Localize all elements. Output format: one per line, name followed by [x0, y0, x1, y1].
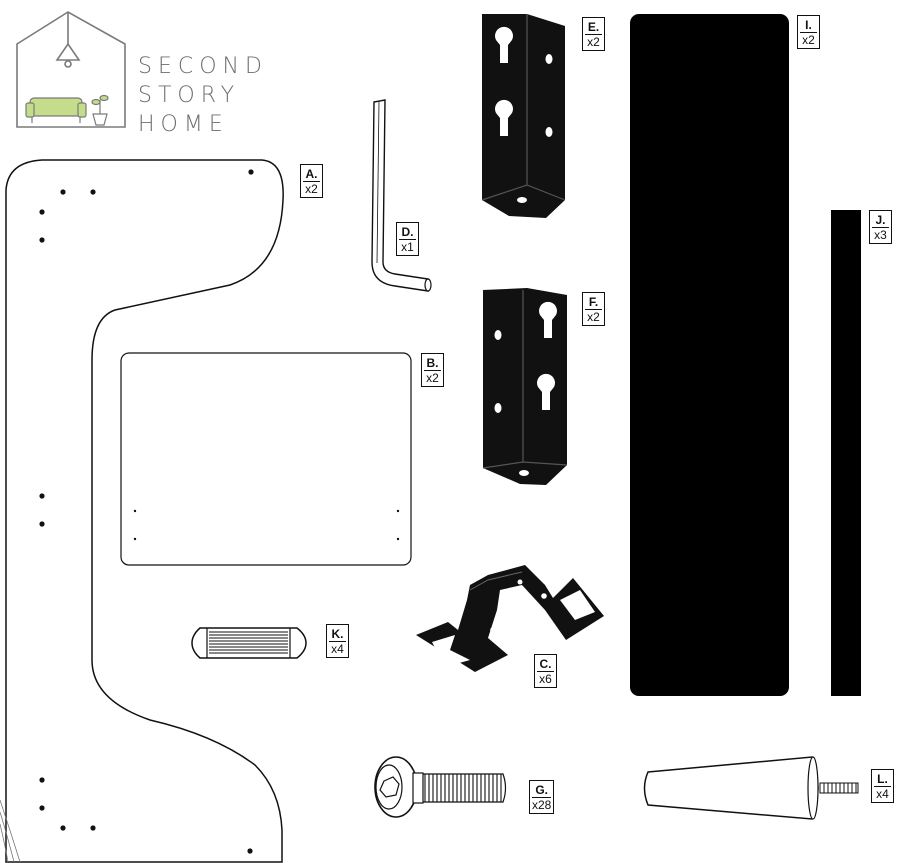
part-label-i: I. x2: [797, 15, 820, 49]
part-label-f: F. x2: [582, 292, 605, 326]
part-g-bolt: [374, 756, 507, 818]
part-qty: x2: [800, 32, 817, 47]
part-label-e: E. x2: [582, 17, 605, 51]
part-e-bracket: [481, 14, 566, 218]
part-label-c: C. x6: [534, 654, 557, 688]
part-label-j: J. x3: [869, 210, 892, 244]
part-qty: x6: [537, 671, 554, 686]
part-label-l: L. x4: [871, 769, 894, 803]
part-letter: E.: [587, 20, 600, 34]
part-letter: D.: [401, 225, 414, 239]
part-label-g: G. x28: [529, 780, 555, 814]
part-qty: x2: [585, 34, 602, 49]
part-qty: x4: [329, 641, 346, 656]
part-letter: K.: [331, 627, 344, 641]
logo-plant-icon: [91, 94, 109, 126]
part-qty: x2: [424, 370, 441, 385]
logo-house-icon: [16, 11, 126, 128]
brand-line-1: SECOND: [138, 54, 268, 79]
part-letter: F.: [588, 295, 599, 309]
part-letter: B.: [426, 356, 439, 370]
part-qty: x2: [585, 309, 602, 324]
part-f-bracket: [482, 288, 568, 485]
part-qty: x2: [303, 181, 320, 196]
part-label-b: B. x2: [421, 353, 444, 387]
part-i-panel: [630, 14, 789, 696]
part-b-board: [120, 352, 412, 566]
part-label-a: A. x2: [300, 164, 323, 198]
part-qty: x28: [532, 797, 552, 812]
brand-line-3: HOME: [138, 112, 229, 137]
part-letter: L.: [877, 772, 888, 786]
part-letter: J.: [875, 213, 886, 227]
part-letter: G.: [535, 783, 549, 797]
part-label-k: K. x4: [326, 624, 349, 658]
part-qty: x3: [872, 227, 889, 242]
part-k-dowel: [191, 627, 307, 659]
part-letter: C.: [539, 657, 552, 671]
part-a-side-panel: [0, 159, 284, 863]
part-c-u-bracket: [416, 565, 604, 672]
part-qty: x1: [399, 239, 416, 254]
part-label-d: D. x1: [396, 222, 419, 256]
brand-wordmark: SECOND STORY HOME: [138, 52, 268, 139]
part-l-leg: [643, 756, 859, 820]
part-d-hex-key: [371, 99, 432, 292]
part-j-strip: [831, 210, 861, 696]
part-letter: A.: [305, 167, 318, 181]
part-letter: I.: [805, 18, 812, 32]
logo-sofa-icon: [25, 97, 87, 123]
part-qty: x4: [874, 786, 891, 801]
brand-line-2: STORY: [138, 83, 241, 108]
